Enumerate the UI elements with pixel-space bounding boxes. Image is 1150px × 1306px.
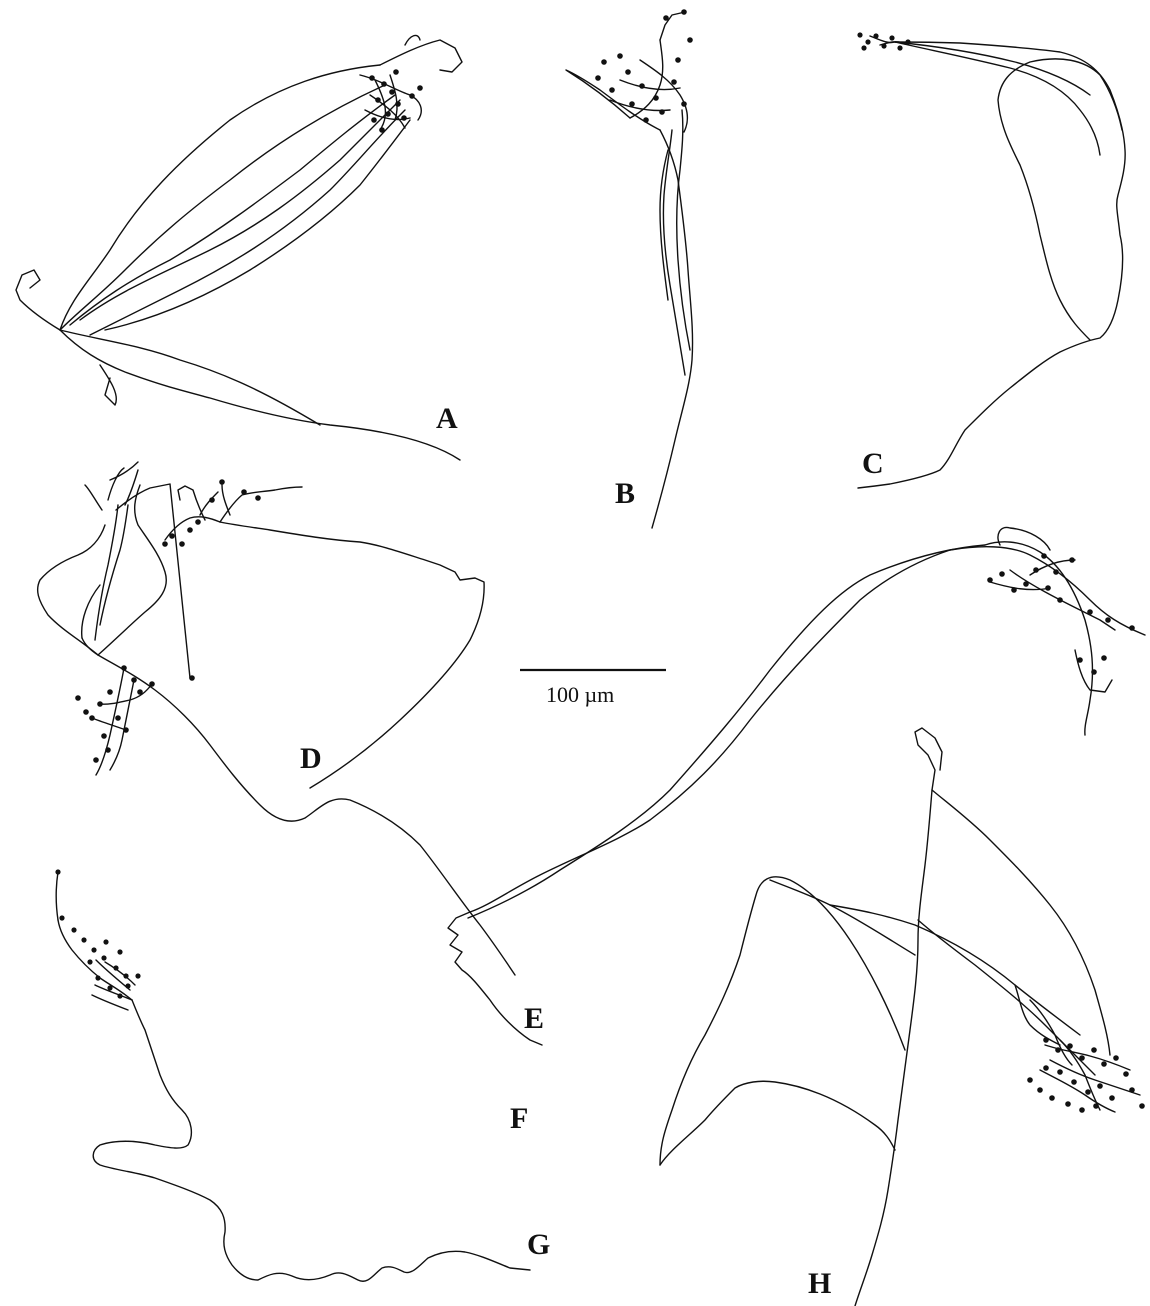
panel-g-axon-tracing xyxy=(55,869,530,1281)
panel-label-g: G xyxy=(527,1228,550,1261)
panel-label-c: C xyxy=(862,447,884,480)
panel-f-boutons xyxy=(75,665,195,763)
panel-b-boutons xyxy=(595,9,693,123)
panel-label-h: H xyxy=(808,1267,831,1300)
panel-label-a: A xyxy=(436,402,458,435)
panel-a-axon-tracing xyxy=(16,35,462,460)
scale-bar-label: 100 µm xyxy=(546,682,614,707)
scale-bar-group: 100 µm xyxy=(520,670,666,707)
panel-label-b: B xyxy=(615,477,635,510)
panel-h-boutons xyxy=(1027,1037,1145,1113)
panel-c-axon-tracing xyxy=(857,32,1125,488)
panel-d-axon-tracing xyxy=(162,479,484,788)
panel-f-axon-tracing xyxy=(38,462,515,975)
panel-label-d: D xyxy=(300,742,322,775)
panel-h-axon-tracing xyxy=(660,728,1145,1306)
panel-d-boutons xyxy=(162,479,261,547)
panel-b-axon-tracing xyxy=(566,9,693,528)
panel-e-axon-tracing xyxy=(448,527,1145,1045)
panel-label-f: F xyxy=(510,1102,528,1135)
panel-label-e: E xyxy=(524,1002,544,1035)
